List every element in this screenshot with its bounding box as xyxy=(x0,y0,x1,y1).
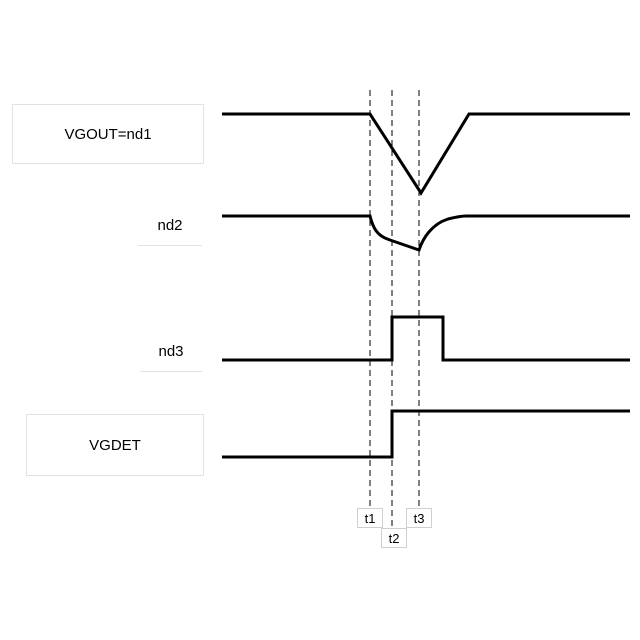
vgout-waveform xyxy=(222,114,630,193)
vgout-label-text: VGOUT=nd1 xyxy=(64,126,151,143)
t2-label: t2 xyxy=(381,528,407,548)
t1-label: t1 xyxy=(357,508,383,528)
t2-label-text: t2 xyxy=(389,531,400,546)
nd3-label: nd3 xyxy=(140,332,202,372)
t3-label: t3 xyxy=(406,508,432,528)
vgdet-label-text: VGDET xyxy=(89,437,141,454)
nd2-label: nd2 xyxy=(138,206,202,246)
t1-label-text: t1 xyxy=(365,511,376,526)
nd2-label-text: nd2 xyxy=(157,217,182,234)
nd2-waveform xyxy=(222,216,630,250)
vgout-label: VGOUT=nd1 xyxy=(12,104,204,164)
vgdet-label: VGDET xyxy=(26,414,204,476)
nd3-label-text: nd3 xyxy=(158,343,183,360)
t3-label-text: t3 xyxy=(414,511,425,526)
vgdet-waveform xyxy=(222,411,630,457)
nd3-waveform xyxy=(222,317,630,360)
